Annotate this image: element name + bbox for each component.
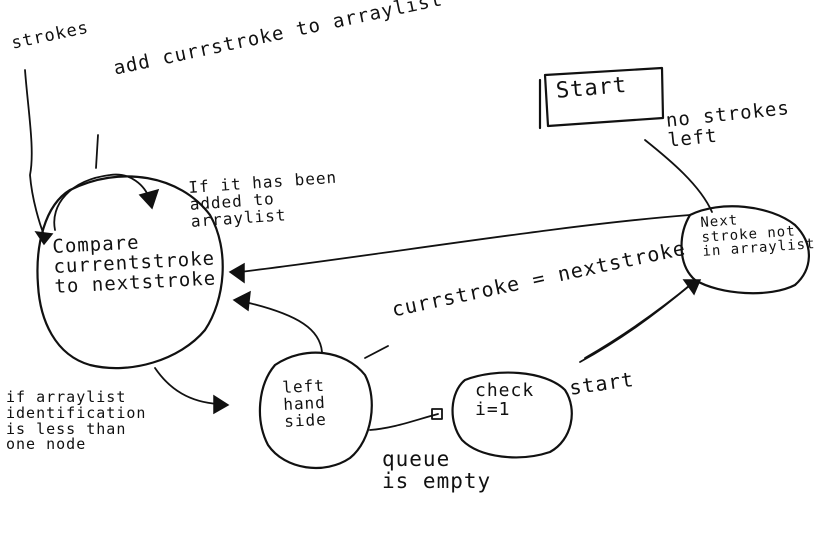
edge-currstroke-label-tick [364,345,389,359]
arraylist-note-label: if arraylist identification is less than… [6,388,147,454]
start-box-label: Start [554,72,629,104]
arrowhead-compare-down [213,394,230,415]
check-node-outline [451,371,573,459]
edge-strokes-to-compare [24,69,45,236]
queue-empty-label: queue is empty [382,447,492,494]
arrowhead-lhs-check [431,408,443,420]
arrowhead-lhs [232,290,251,312]
arrowhead-nextstroke [228,262,245,284]
next-stroke-node-label: Next stroke not in arraylist [699,212,816,261]
edge-compare-down [154,367,219,405]
arrowhead-add-currstroke [138,188,160,210]
edge-no-strokes-left [644,139,713,213]
left-hand-side-node-label: left hand side [281,375,328,431]
start-box-outline [538,66,665,130]
edge-lhs-to-compare [244,301,323,353]
compare-node-outline [36,175,224,370]
edge-add-label-tick [95,134,99,169]
arrowhead-strokes [34,231,54,246]
if-it-has-been-label: If it has been added to arraylist [187,167,338,231]
edge-add-currstroke-loop [53,173,151,231]
edge-lhs-to-check [369,413,439,431]
next-stroke-node-outline [680,205,810,295]
arrowhead-check-nextstroke [682,279,702,296]
compare-node-label: Compare currentstroke to nextstroke [51,231,217,298]
left-hand-side-node-outline [258,351,373,470]
check-node-label: check i=1 [475,380,535,420]
edge-check-to-nextstroke-2 [584,281,695,359]
edge-nextstroke-to-compare [239,214,691,273]
